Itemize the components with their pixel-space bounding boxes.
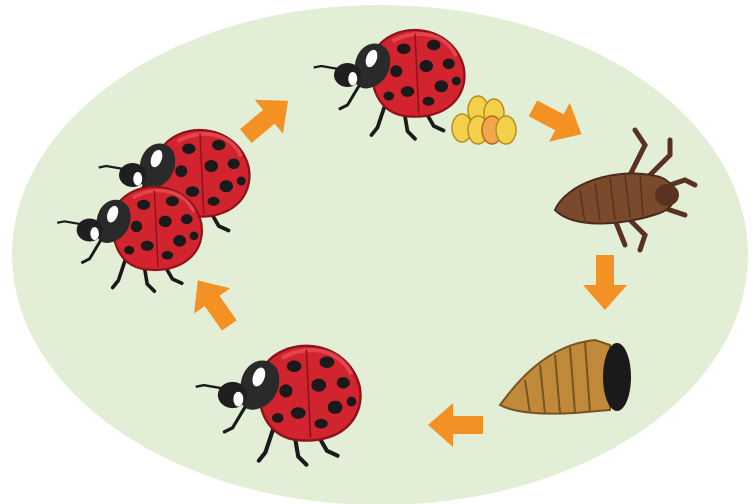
ladybug-life-cycle-diagram bbox=[0, 0, 753, 504]
diagram-canvas bbox=[0, 0, 753, 504]
